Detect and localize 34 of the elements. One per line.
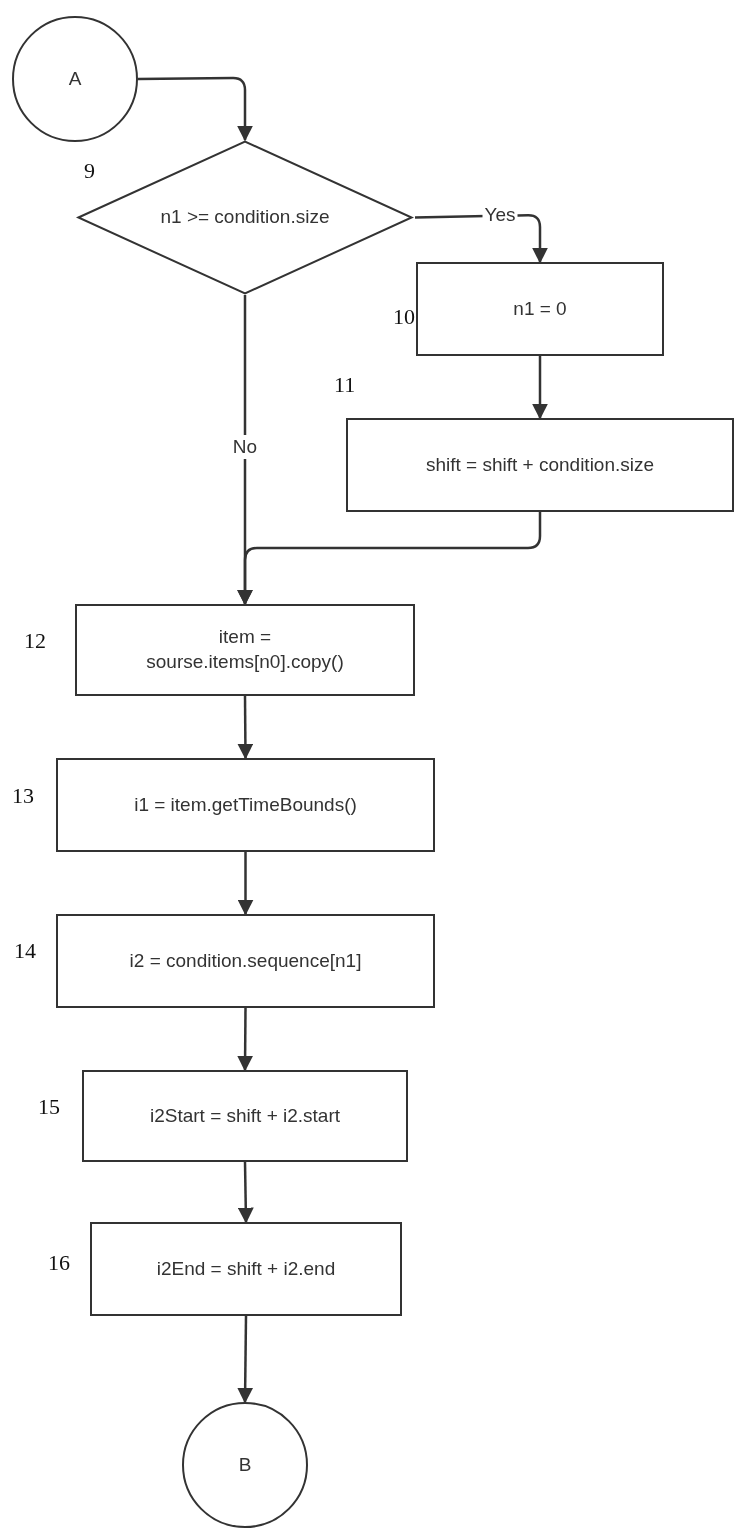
arrow [237, 1008, 254, 1072]
step-text: n1 = 0 [512, 296, 568, 321]
step-number: 10 [393, 304, 415, 330]
decision-diamond [75, 140, 415, 295]
step-text: i2Start = shift + i2.start [148, 1103, 342, 1128]
step-number: 11 [334, 372, 356, 398]
step-number: 12 [24, 628, 46, 654]
process-box [416, 262, 664, 356]
step-number: 15 [38, 1094, 60, 1120]
step-number: 13 [12, 783, 34, 809]
arrow [237, 852, 254, 916]
connector-label: A [67, 66, 83, 91]
step-number: 14 [14, 938, 36, 964]
process-box [346, 418, 734, 512]
condition-text: n1 >= condition.size [159, 205, 331, 230]
process-box [56, 758, 435, 852]
arrow [237, 696, 254, 760]
process-box [56, 914, 435, 1008]
step-text: i2 = condition.sequence[n1] [128, 948, 363, 973]
arrow [237, 1161, 254, 1224]
arrow [532, 356, 548, 420]
step-number: 9 [84, 158, 95, 184]
step-number: 16 [48, 1250, 70, 1276]
process-box [75, 604, 415, 696]
connector-label: B [237, 1452, 253, 1477]
step-text: shift = shift + condition.size [424, 452, 656, 477]
arrow [237, 1316, 254, 1404]
arrow [138, 76, 253, 142]
step-text: item = sourse.items[n0].copy() [145, 625, 345, 674]
process-box [90, 1222, 402, 1316]
process-box [82, 1070, 408, 1162]
step-text: i1 = item.getTimeBounds() [133, 792, 358, 817]
arrow [237, 512, 542, 606]
step-text: i2End = shift + i2.end [155, 1256, 337, 1281]
